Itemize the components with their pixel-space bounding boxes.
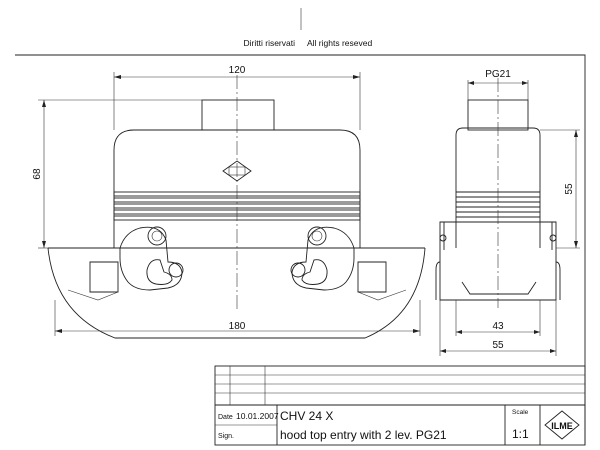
dim-base-inner: 43: [455, 300, 541, 336]
sign-label: Sign.: [218, 433, 234, 440]
dim-label-pg21: PG21: [485, 69, 511, 80]
ilme-logo: ILME: [544, 410, 580, 440]
dim-base-outer: 55: [439, 300, 557, 356]
scale-value: 1:1: [512, 427, 529, 441]
date-label: Date: [218, 414, 233, 421]
mounting-foot-left: [89, 261, 119, 293]
dim-front-height: 68: [32, 99, 202, 249]
side-bracket: [461, 281, 537, 295]
base-plate-arc: [47, 247, 426, 339]
copyright-english: All rights reseved: [307, 38, 372, 48]
side-base-inner: [443, 222, 553, 250]
side-view: PG21 55 43 55: [435, 69, 580, 356]
side-pin-left: [439, 234, 447, 242]
header: Diritti riservati All rights reseved: [244, 8, 372, 48]
locking-lever-left: [119, 226, 184, 291]
part-description: hood top entry with 2 lev. PG21: [280, 428, 447, 442]
dim-side-height: 55: [540, 129, 580, 249]
foot-left-brace: [67, 289, 119, 301]
dim-label-180: 180: [229, 321, 246, 332]
dim-label-120: 120: [229, 65, 246, 76]
dim-label-43: 43: [492, 321, 504, 332]
front-view: 120 68 180: [32, 65, 426, 339]
mounting-foot-right: [357, 261, 387, 293]
dim-label-68: 68: [32, 168, 43, 180]
logo-text: ILME: [551, 421, 573, 431]
copyright-italian: Diritti riservati: [244, 38, 296, 48]
foot-right-brace: [357, 289, 407, 301]
locking-lever-right: [290, 226, 355, 291]
dim-label-55-vertical: 55: [564, 183, 575, 195]
dim-front-width: 120: [113, 65, 361, 130]
side-pin-right: [549, 234, 557, 242]
top-entry-boss: [201, 99, 275, 131]
title-block: Date 10.01.2007 Sign. CHV 24 X hood top …: [214, 365, 586, 446]
side-flange: [435, 261, 561, 300]
part-code: CHV 24 X: [280, 409, 333, 423]
dim-label-55-horizontal: 55: [492, 340, 504, 351]
scale-label: Scale: [512, 409, 529, 416]
dim-thread: PG21: [467, 69, 529, 100]
date-value: 10.01.2007: [236, 411, 279, 421]
drawing-frame: [15, 54, 586, 445]
dim-overall-width: 180: [54, 300, 421, 336]
